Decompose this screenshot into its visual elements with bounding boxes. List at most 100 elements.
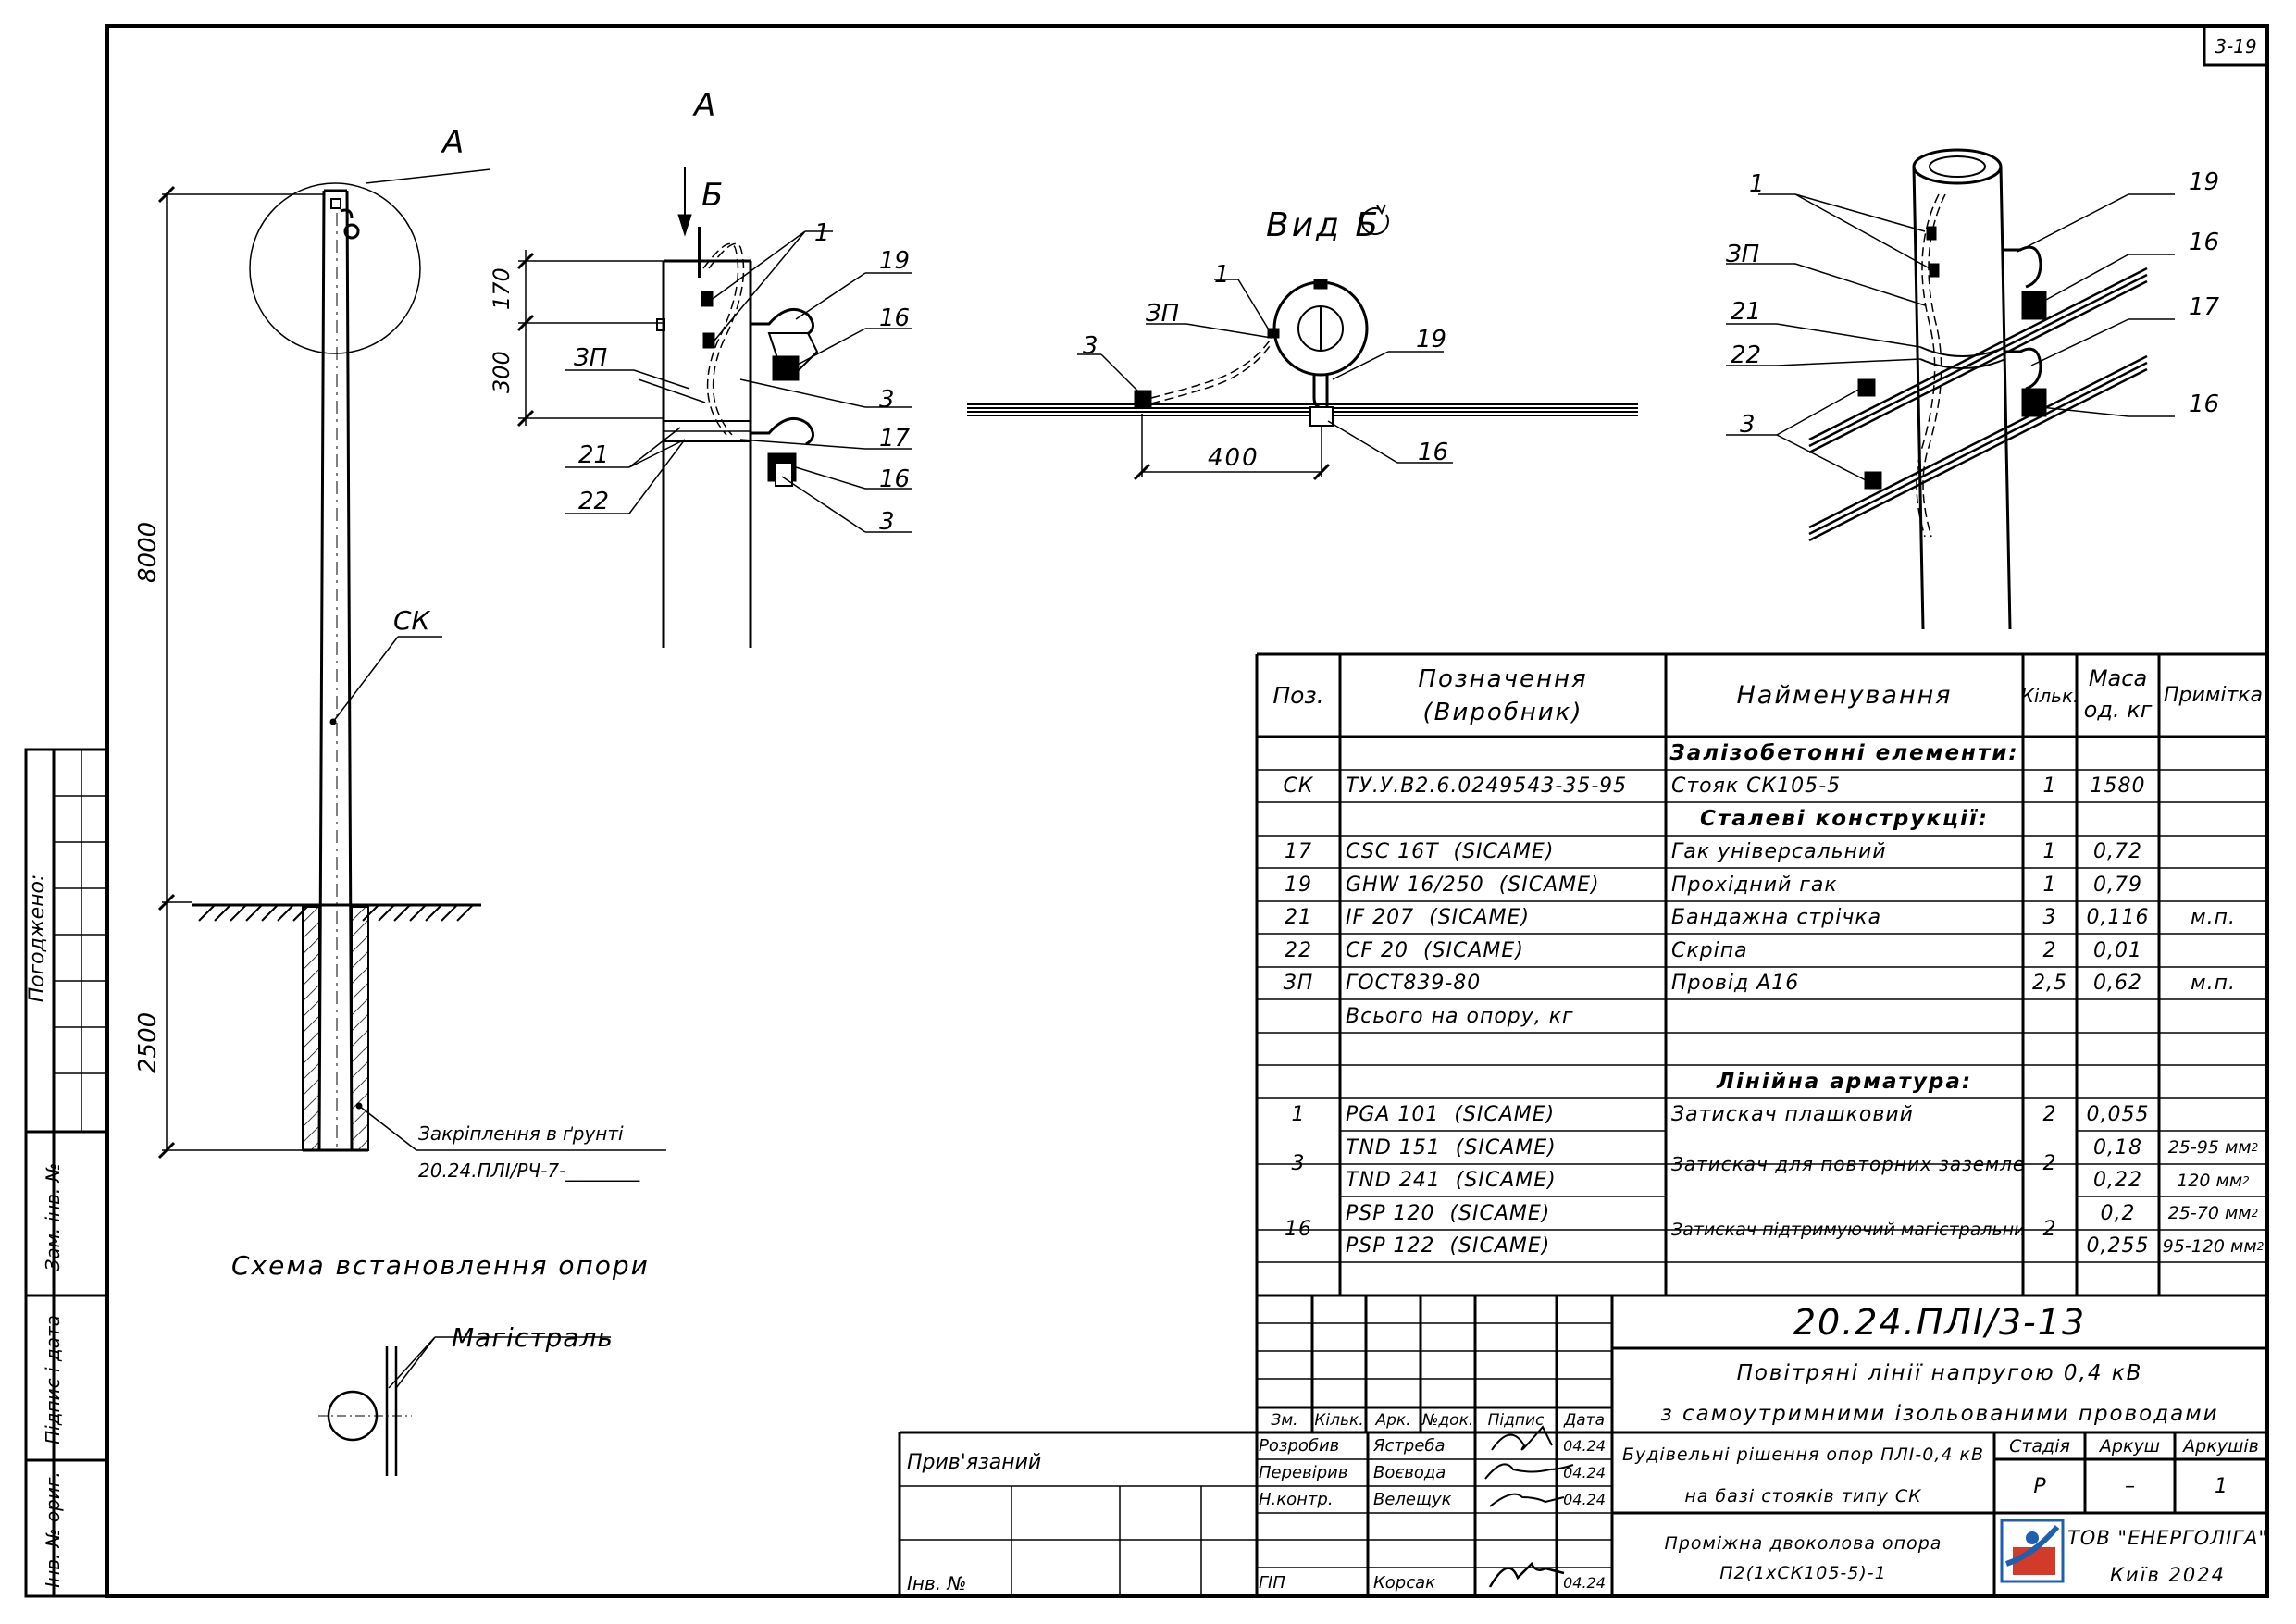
side-label-inv-orig: Інв. № ориг. xyxy=(42,1471,64,1588)
spec-pos: 3 xyxy=(1291,1152,1306,1175)
spec-qty: 2 xyxy=(2042,938,2057,962)
spec-header-note: Примітка xyxy=(2163,684,2264,707)
sheet-line-1: Проміжна двоколова опора xyxy=(1664,1533,1942,1554)
spec-pos: 22 xyxy=(1285,938,1312,962)
company-logo xyxy=(2000,1519,2065,1583)
spec-mass: 0,116 xyxy=(2086,906,2150,929)
view-a xyxy=(516,167,912,648)
spec-qty: 1 xyxy=(2042,840,2057,863)
callout: 19 xyxy=(1416,326,1446,353)
person-date: 04.24 xyxy=(1563,1464,1606,1481)
person-role: Н.контр. xyxy=(1259,1490,1334,1509)
spec-name: Бандажна стрічка xyxy=(1671,906,1882,929)
spec-name: Затискач підтримуючий магістральний xyxy=(1671,1219,2023,1240)
label-a-detail: А xyxy=(441,124,464,161)
spec-note: м.п. xyxy=(2191,906,2236,929)
spec-pos: ЗП xyxy=(1283,972,1314,995)
side-label-sign-date: Підпис і дата xyxy=(42,1315,64,1444)
spec-des: TND 151 (SICAME) xyxy=(1346,1135,1557,1159)
spec-pos: 17 xyxy=(1285,840,1312,863)
spec-mass: 0,2 xyxy=(2100,1201,2136,1225)
callout: 21 xyxy=(1731,298,1761,326)
spec-header-mass: Маса од. кг xyxy=(2077,663,2159,725)
callout: 19 xyxy=(879,247,910,275)
part-line-1: Будівельні рішення опор ПЛІ-0,4 кВ xyxy=(1622,1444,1984,1465)
spec-header-des1: Позначення xyxy=(1418,665,1588,693)
spec-mass: 0,22 xyxy=(2093,1169,2142,1192)
code-box-text: 3-19 xyxy=(2215,35,2257,57)
callout: 3 xyxy=(879,508,895,536)
stamp-h-qty: Кільк. xyxy=(1314,1410,1364,1430)
spec-header-mass1: Маса xyxy=(2088,665,2148,691)
stamp-h-sign: Підпис xyxy=(1487,1410,1545,1430)
spec-name: Затискач плашковий xyxy=(1671,1103,1914,1126)
spec-qty: 2,5 xyxy=(2032,972,2067,995)
spec-section-fittings: Лінійна арматура: xyxy=(1716,1070,1973,1094)
callout: 22 xyxy=(1731,341,1761,369)
spec-header-name: Найменування xyxy=(1736,681,1953,710)
iso-view xyxy=(1726,148,2175,630)
company-name: ТОВ "ЕНЕРГОЛІГА" xyxy=(2068,1527,2267,1549)
pole-scheme xyxy=(157,168,666,1476)
spec-des: CF 20 (SICAME) xyxy=(1346,938,1524,962)
callout: 16 xyxy=(879,465,910,493)
tied-label: Прив'язаний xyxy=(907,1450,1042,1474)
spec-header-qty: Кільк. xyxy=(2023,684,2077,707)
spec-mass: 1580 xyxy=(2090,775,2146,798)
spec-des: GHW 16/250 (SICAME) xyxy=(1346,873,1600,897)
person-role: Розробив xyxy=(1259,1436,1340,1456)
spec-des: ГОСТ839-80 xyxy=(1346,972,1482,995)
spec-name: Скріпа xyxy=(1671,938,1748,962)
spec-grid xyxy=(1255,652,2267,1295)
stamp-h-sheet: Арк. xyxy=(1375,1410,1411,1430)
callout: 1 xyxy=(814,219,830,247)
callout: 3 xyxy=(879,386,895,414)
inv-label: Інв. № xyxy=(907,1571,967,1594)
stamp-h-docno: №док. xyxy=(1421,1410,1474,1430)
person-date: 04.24 xyxy=(1563,1437,1606,1455)
sheets-label: Аркушів xyxy=(2183,1435,2259,1457)
view-a-label: А xyxy=(692,87,715,124)
spec-pos: 1 xyxy=(1291,1103,1306,1126)
spec-pos: 19 xyxy=(1285,873,1312,897)
title-line-2: з самоутримними ізольованими проводами xyxy=(1660,1402,2219,1426)
callout: ЗП xyxy=(1146,300,1179,328)
sheet-no-value: – xyxy=(2125,1474,2135,1498)
view-b-arrow-label: Б xyxy=(701,177,723,214)
spec-name: Затискач для повторних заземлень xyxy=(1671,1152,2023,1175)
spec-des: PGA 101 (SICAME) xyxy=(1346,1103,1556,1126)
view-b xyxy=(967,204,1638,481)
callout: 17 xyxy=(2189,293,2220,321)
person-date: 04.24 xyxy=(1563,1574,1606,1592)
sheets-value: 1 xyxy=(2215,1474,2228,1498)
dim-2500: 2500 xyxy=(134,1012,162,1073)
spec-header-designation: Позначення (Виробник) xyxy=(1340,663,1666,729)
title-block-grid xyxy=(898,1294,2267,1596)
person-name: Корсак xyxy=(1373,1573,1436,1593)
view-b-title: Вид Б xyxy=(1266,206,1381,244)
spec-qty: 1 xyxy=(2042,775,2057,798)
company-city-year: Київ 2024 xyxy=(2110,1564,2226,1586)
side-label-agreed: Погоджено: xyxy=(26,874,49,1003)
callout: ЗП xyxy=(574,344,607,372)
person-date: 04.24 xyxy=(1563,1491,1606,1508)
spec-header-des2: (Виробник) xyxy=(1422,699,1583,726)
side-label-repl-inv: Зам. інв. № xyxy=(42,1162,64,1271)
callout: 3 xyxy=(1083,332,1098,360)
person-name: Ястреба xyxy=(1373,1436,1446,1456)
scheme-title: Схема встановлення опори xyxy=(231,1250,650,1281)
spec-pos: СК xyxy=(1283,775,1314,798)
spec-mass: 0,255 xyxy=(2086,1234,2150,1258)
dim-400: 400 xyxy=(1208,444,1260,472)
callout: 1 xyxy=(1214,261,1230,289)
detail-a-circle xyxy=(249,182,421,354)
spec-name: Стояк СК105-5 xyxy=(1671,775,1842,798)
spec-qty: 2 xyxy=(2042,1103,2057,1126)
dim-170: 170 xyxy=(489,267,515,310)
spec-name: Гак універсальний xyxy=(1671,840,1887,863)
spec-des: TND 241 (SICAME) xyxy=(1346,1169,1557,1192)
